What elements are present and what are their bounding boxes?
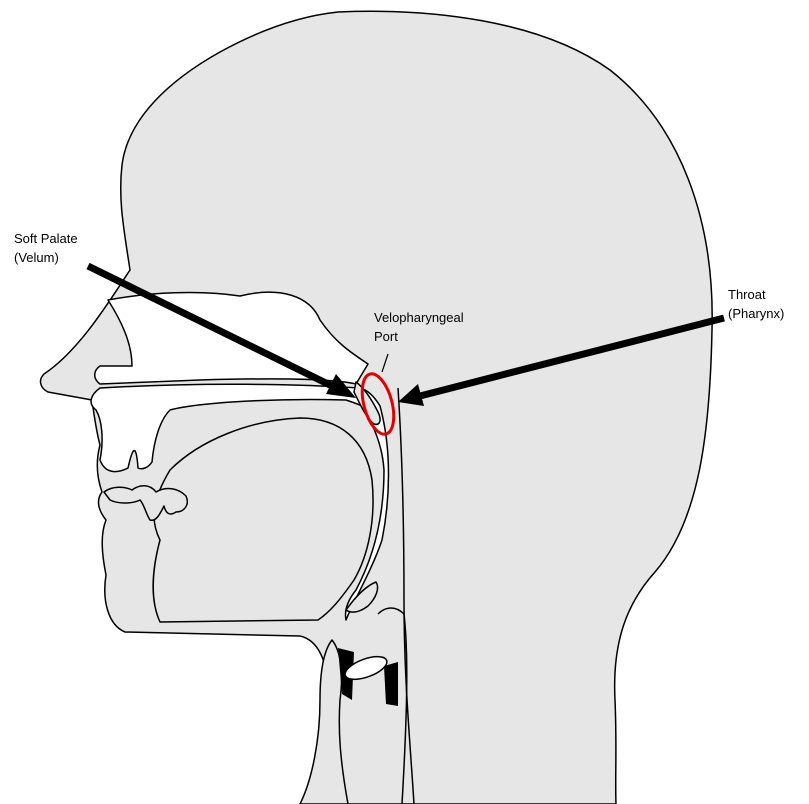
soft-palate-label-line1: Soft Palate [14, 229, 78, 248]
velopharyngeal-label-line1: Velopharyngeal [374, 308, 464, 327]
velopharyngeal-label-line2: Port [374, 327, 464, 346]
vocal-fold-right [384, 662, 398, 706]
soft-palate-label: Soft Palate (Velum) [14, 229, 78, 267]
throat-label-line1: Throat [728, 285, 784, 304]
velopharyngeal-port-label: Velopharyngeal Port [374, 308, 464, 346]
throat-label-line2: (Pharynx) [728, 304, 784, 323]
throat-label: Throat (Pharynx) [728, 285, 784, 323]
soft-palate-label-line2: (Velum) [14, 248, 78, 267]
